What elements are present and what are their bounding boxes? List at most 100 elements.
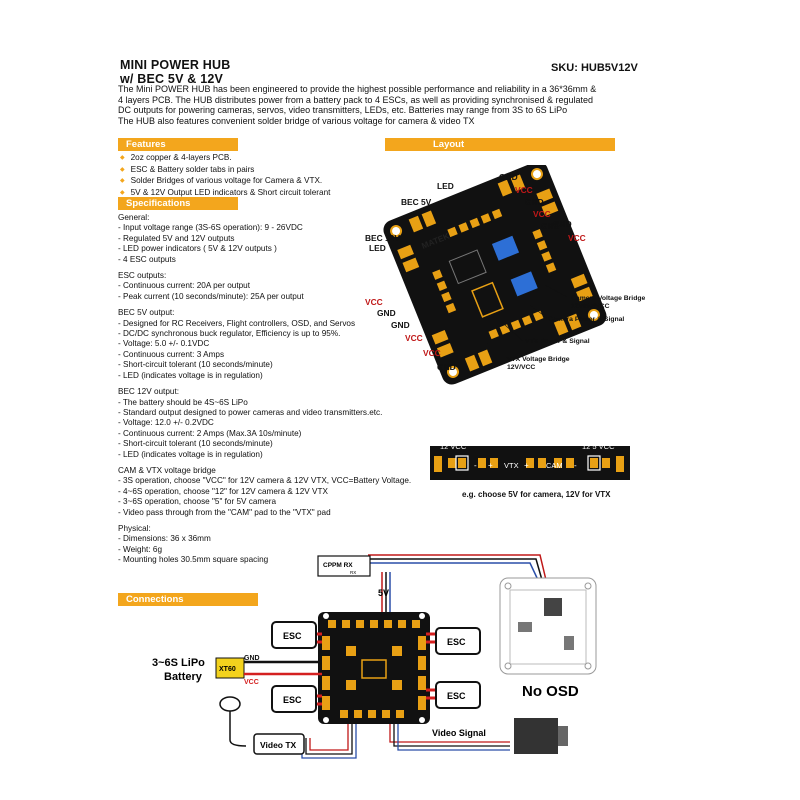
specifications-list: General: - Input voltage range (3S-6S op… (118, 213, 418, 566)
xt60-label: XT60 (219, 666, 236, 673)
label-vcc-top2: VCC (533, 209, 551, 219)
spec-line: - Weight: 6g (118, 544, 162, 554)
5v-label: 5V (378, 588, 389, 598)
spec-line: - Standard output designed to power came… (118, 407, 383, 417)
spec-line: - Continuous current: 2 Amps (Max.3A 10s… (118, 428, 302, 438)
voltage-bridge-strip: 12 VCC 12 5 VCC VTX CAM - + + - (430, 442, 630, 480)
label-gnd-top3: GND (541, 221, 560, 231)
label-camera-voltage-bridge: Camera Voltage Bridge (571, 295, 646, 302)
antenna-icon (219, 696, 241, 712)
receiver-sublabel: RX (350, 570, 356, 575)
spec-line: ESC outputs: (118, 271, 167, 281)
spec-line: - The battery should be 4S~6S LiPo (118, 397, 248, 407)
video-tx-box (253, 733, 305, 755)
features-heading: Features (118, 138, 238, 151)
battery-label: 3~6S LiPo (152, 657, 205, 669)
pcb-board (383, 165, 607, 385)
label-vcc-b2: VCC (423, 348, 441, 358)
feature-item: ESC & Battery solder tabs in pairs (120, 165, 380, 177)
flight-controller-board (499, 577, 597, 675)
spec-line: - Regulated 5V and 12V outputs (118, 233, 235, 243)
video-signal-label: Video Signal (432, 728, 486, 738)
spec-line: - Voltage: 5.0 +/- 0.1VDC (118, 339, 210, 349)
svg-text:+: + (488, 461, 493, 470)
esc-box (435, 627, 481, 655)
label-vtx-voltage-bridge-sub: 12V/VCC (507, 364, 535, 371)
bridge-label-left: 12 VCC (440, 442, 467, 451)
spec-line: Physical: (118, 523, 151, 533)
feature-item: 2oz copper & 4-layers PCB. (120, 153, 380, 165)
label-vcc-top1: VCC (515, 185, 533, 195)
video-tx-label: Video TX (260, 740, 297, 750)
spec-line: - LED (indicates voltage is in regulatio… (118, 449, 263, 459)
spec-line: - Voltage: 12.0 +/- 0.2VDC (118, 418, 214, 428)
svg-text:-: - (574, 461, 577, 470)
label-vtx-power: VTX Power & Signal (525, 338, 590, 345)
spec-line: - 4 ESC outputs (118, 254, 176, 264)
specifications-heading: Specifications (118, 197, 238, 210)
spec-line: - Continuous current: 3 Amps (118, 349, 225, 359)
spec-line: - 3~6S operation, choose "5" for 5V came… (118, 497, 277, 507)
bridge-label-right: 12 5 VCC (582, 442, 615, 451)
label-bec5v: BEC 5V (401, 197, 432, 207)
label-gnd-b: GND (437, 362, 456, 372)
label-camera-voltage-bridge-sub: 12V/5V/VCC (571, 303, 610, 310)
camera-lens (558, 726, 568, 746)
layout-diagram: MATEK LED BEC 5V GND VCC GND VCC GND GND… (365, 165, 646, 385)
spec-line: - Mounting holes 30.5mm square spacing (118, 555, 269, 565)
esc-box (271, 621, 317, 649)
intro-line: The HUB also features convenient solder … (118, 115, 475, 126)
label-gnd-top1: GND (499, 172, 518, 182)
spec-line: - DC/DC synchronous buck regulator, Effi… (118, 329, 341, 339)
battery-label-2: Battery (164, 671, 203, 683)
xt60-connector (215, 657, 245, 679)
esc-box (271, 685, 317, 713)
hub-pcb (318, 612, 430, 724)
spec-line: - LED (indicates voltage is in regulatio… (118, 370, 263, 380)
layout-heading: Layout (385, 138, 615, 151)
esc-label: ESC (447, 637, 466, 647)
spec-line: - Short-circuit tolerant (10 seconds/min… (118, 439, 273, 449)
connections-heading: Connections (118, 593, 258, 606)
spec-line: BEC 5V output: (118, 308, 175, 318)
bridge-caption: e.g. choose 5V for camera, 12V for VTX (462, 490, 611, 499)
connections-diagram: CPPM RX RX 5V ESC ESC ESC ESC 3~6S LiPo … (152, 554, 597, 759)
no-osd-label: No OSD (522, 683, 579, 700)
spec-line: - LED power indicators ( 5V & 12V output… (118, 244, 277, 254)
label-vcc-right: VCC (568, 233, 586, 243)
spec-line: - Peak current (10 seconds/minute): 25A … (118, 291, 304, 301)
spec-line: - Video pass through from the "CAM" pad … (118, 507, 331, 517)
esc-box (435, 681, 481, 709)
spec-line: - Dimensions: 36 x 36mm (118, 534, 211, 544)
sku-label: SKU: HUB5V12V (551, 62, 638, 74)
intro-line: The Mini POWER HUB has been engineered t… (118, 84, 597, 94)
product-subtitle: w/ BEC 5V & 12V (120, 72, 224, 86)
product-title: MINI POWER HUB (120, 58, 231, 72)
label-led-top: LED (437, 181, 454, 191)
feature-item: Solder Bridges of various voltage for Ca… (120, 176, 380, 188)
gnd-wire-label: GND (244, 655, 260, 662)
label-vtx-voltage-bridge: VTX Voltage Bridge (507, 356, 570, 363)
label-vcc-b1: VCC (405, 333, 423, 343)
receiver-box (317, 555, 371, 577)
spec-line: - Designed for RC Receivers, Flight cont… (118, 318, 356, 328)
bridge-label-cam: CAM (546, 461, 563, 470)
vcc-wire-label: VCC (244, 679, 259, 686)
label-gnd-top4: GND (553, 219, 572, 229)
label-gnd-left1: GND (377, 308, 396, 318)
spec-line: - 3S operation, choose "VCC" for 12V cam… (118, 476, 412, 486)
features-list: 2oz copper & 4-layers PCB. ESC & Battery… (120, 153, 380, 199)
intro-line: DC outputs for powering cameras, servos,… (118, 105, 568, 116)
camera-body (514, 718, 558, 754)
label-gnd-left2: GND (391, 320, 410, 330)
spec-line: - Short-circuit tolerant (10 seconds/min… (118, 360, 273, 370)
bridge-label-vtx: VTX (504, 461, 519, 470)
label-bec12v: BEC 12V (365, 233, 400, 243)
spec-line: General: (118, 213, 150, 222)
esc-label: ESC (447, 691, 466, 701)
spec-line: BEC 12V output: (118, 387, 179, 397)
feature-item: 5V & 12V Output LED indicators & Short c… (120, 188, 380, 200)
label-gnd-top2: GND (525, 197, 544, 207)
esc-label: ESC (283, 695, 302, 705)
intro-line: 4 layers PCB. The HUB distributes power … (118, 94, 594, 105)
